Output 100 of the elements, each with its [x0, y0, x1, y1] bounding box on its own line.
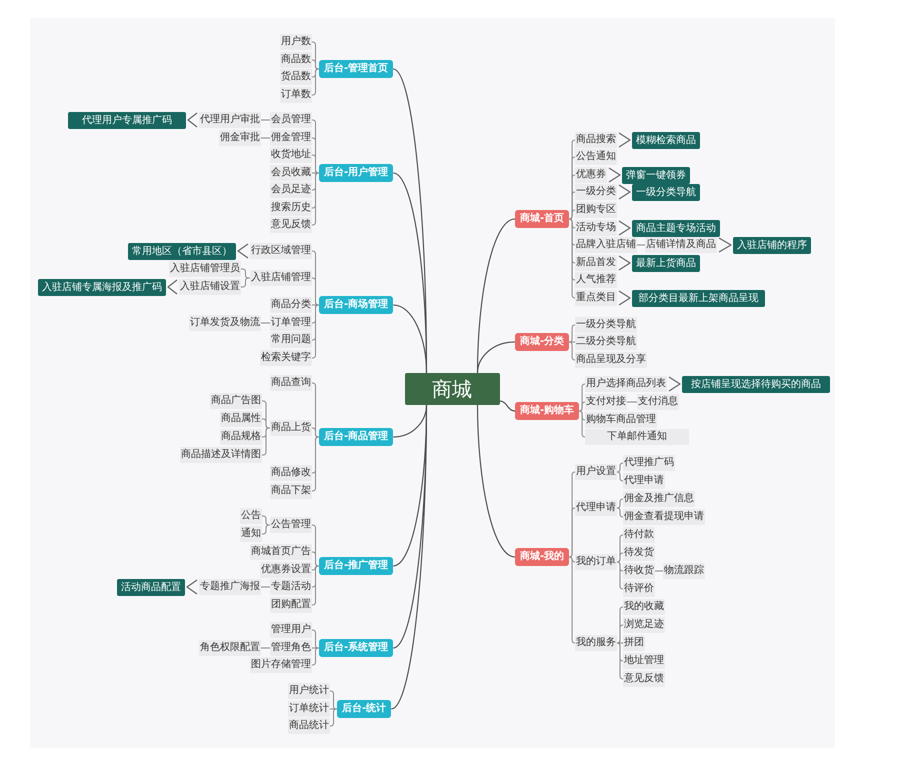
chevron-arrow — [167, 280, 178, 294]
connector-line — [262, 524, 270, 534]
connector-line — [312, 566, 320, 606]
connector-line — [262, 418, 270, 428]
connector-line — [616, 462, 624, 472]
subtopic-box: 新品首发 — [575, 255, 617, 271]
connector-line — [578, 410, 586, 438]
branch-box: 后台-商品管理 — [319, 428, 394, 446]
subtopic-box: 佣金及推广信息 — [623, 491, 695, 507]
subtopic-box: 会员管理 — [270, 112, 312, 128]
connector-line — [616, 562, 624, 590]
subtopic-box: 入驻店铺设置 — [179, 279, 241, 295]
connector-line — [312, 172, 320, 226]
subtopic-box: 商品统计 — [288, 718, 330, 734]
subtopic-box: 商品呈现及分享 — [575, 352, 647, 368]
branch-box: 后台-商场管理 — [319, 296, 394, 314]
note-box: 活动商品配置 — [117, 578, 185, 596]
subtopic-box: 商品修改 — [270, 465, 312, 481]
connector-line — [568, 218, 576, 298]
subtopic-box: 商品搜索 — [575, 132, 617, 148]
subtopic-box: 订单发货及物流 — [189, 315, 261, 331]
connector-line — [312, 154, 320, 174]
connector-line — [616, 508, 624, 518]
subtopic-box: 订单统计 — [288, 701, 330, 717]
subtopic-box: 订单数 — [280, 87, 312, 103]
connector-line — [240, 278, 250, 288]
subtopic-box: 二级分类导航 — [575, 334, 637, 350]
connector-line — [262, 516, 270, 526]
curved-connector — [476, 341, 516, 374]
subtopic-box: 团购专区 — [575, 202, 617, 218]
subtopic-box: 用户选择商品列表 — [585, 376, 667, 392]
subtopic-box: 公告管理 — [270, 517, 312, 533]
subtopic-box: 货品数 — [280, 69, 312, 85]
subtopic-box: 待付款 — [623, 527, 655, 543]
branch-box: 商城-分类 — [515, 333, 570, 351]
subtopic-box: 行政区域管理 — [250, 243, 312, 259]
subtopic-box: 用户统计 — [288, 683, 330, 699]
connector-line — [312, 428, 320, 438]
chevron-arrow — [186, 580, 198, 594]
chevron-arrow — [618, 184, 631, 200]
subtopic-box: 用户设置 — [575, 464, 617, 480]
connector-line — [578, 402, 586, 412]
chevron-arrow — [618, 256, 631, 270]
connector-line — [568, 210, 576, 220]
connector-line — [312, 648, 320, 666]
subtopic-box: 会员足迹 — [270, 182, 312, 198]
subtopic-box: 佣金管理 — [270, 130, 312, 146]
connector-line — [312, 278, 320, 306]
chevron-arrow — [618, 290, 631, 306]
subtopic-box: 店铺详情及商品 — [645, 237, 717, 253]
note-box: 模糊检索商品 — [632, 132, 700, 148]
subtopic-box: 专题推广海报 — [199, 579, 261, 595]
subtopic-box: 团购配置 — [270, 597, 312, 613]
connector-line — [636, 244, 646, 246]
subtopic-box: 意见反馈 — [270, 217, 312, 233]
note-box: 商品主题专场活动 — [632, 220, 720, 236]
chevron-arrow — [718, 237, 732, 253]
curved-connector — [499, 400, 516, 412]
subtopic-box: 支付对接 — [585, 394, 627, 410]
subtopic-box: 代理申请 — [623, 473, 665, 489]
subtopic-box: 用户数 — [280, 34, 312, 50]
subtopic-box: 商品分类 — [270, 297, 312, 313]
connector-line — [616, 642, 624, 680]
subtopic-box: 管理用户 — [270, 622, 312, 638]
branch-box: 后台-管理首页 — [319, 60, 394, 78]
subtopic-box: 搜索历史 — [270, 200, 312, 216]
subtopic-box: 商品查询 — [270, 375, 312, 391]
subtopic-box: 代理用户审批 — [199, 112, 261, 128]
subtopic-box: 公告通知 — [575, 149, 617, 165]
branch-box: 商城-我的 — [515, 548, 570, 566]
subtopic-box: 活动专场 — [575, 220, 617, 236]
connector-line — [330, 690, 338, 710]
connector-line — [616, 552, 624, 562]
subtopic-box: 商品下架 — [270, 483, 312, 499]
subtopic-box: 检索关键字 — [260, 350, 312, 366]
curved-connector — [390, 405, 428, 710]
subtopic-box: 商品属性 — [220, 411, 262, 427]
note-box: 入驻店铺专属海报及推广码 — [38, 278, 166, 296]
branch-box: 商城-首页 — [515, 210, 570, 228]
note-box: 常用地区（省市县区） — [128, 242, 236, 260]
subtopic-box: 意见反馈 — [623, 671, 665, 687]
subtopic-box: 支付消息 — [637, 394, 679, 410]
chevron-arrow — [608, 168, 621, 182]
chevron-arrow — [668, 376, 681, 392]
connector-line — [616, 624, 624, 644]
branch-box: 后台-系统管理 — [319, 639, 394, 657]
connector-line — [654, 570, 664, 572]
subtopic-box: 待收货 — [623, 563, 655, 579]
branch-box: 后台-统计 — [337, 700, 392, 718]
subtopic-box: 人气推荐 — [575, 272, 617, 288]
note-box: 按店铺呈现选择待购买的商品 — [682, 376, 830, 392]
subtopic-box: 订单管理 — [270, 315, 312, 331]
subtopic-box: 专题活动 — [270, 579, 312, 595]
note-box: 最新上货商品 — [632, 254, 700, 272]
note-box: 弹窗一键领券 — [622, 166, 690, 184]
branch-box: 后台-用户管理 — [319, 164, 394, 182]
branch-box: 后台-推广管理 — [319, 557, 394, 575]
subtopic-box: 图片存储管理 — [250, 657, 312, 673]
subtopic-box: 重点类目 — [575, 290, 617, 306]
subtopic-box: 品牌入驻店铺 — [575, 237, 637, 253]
